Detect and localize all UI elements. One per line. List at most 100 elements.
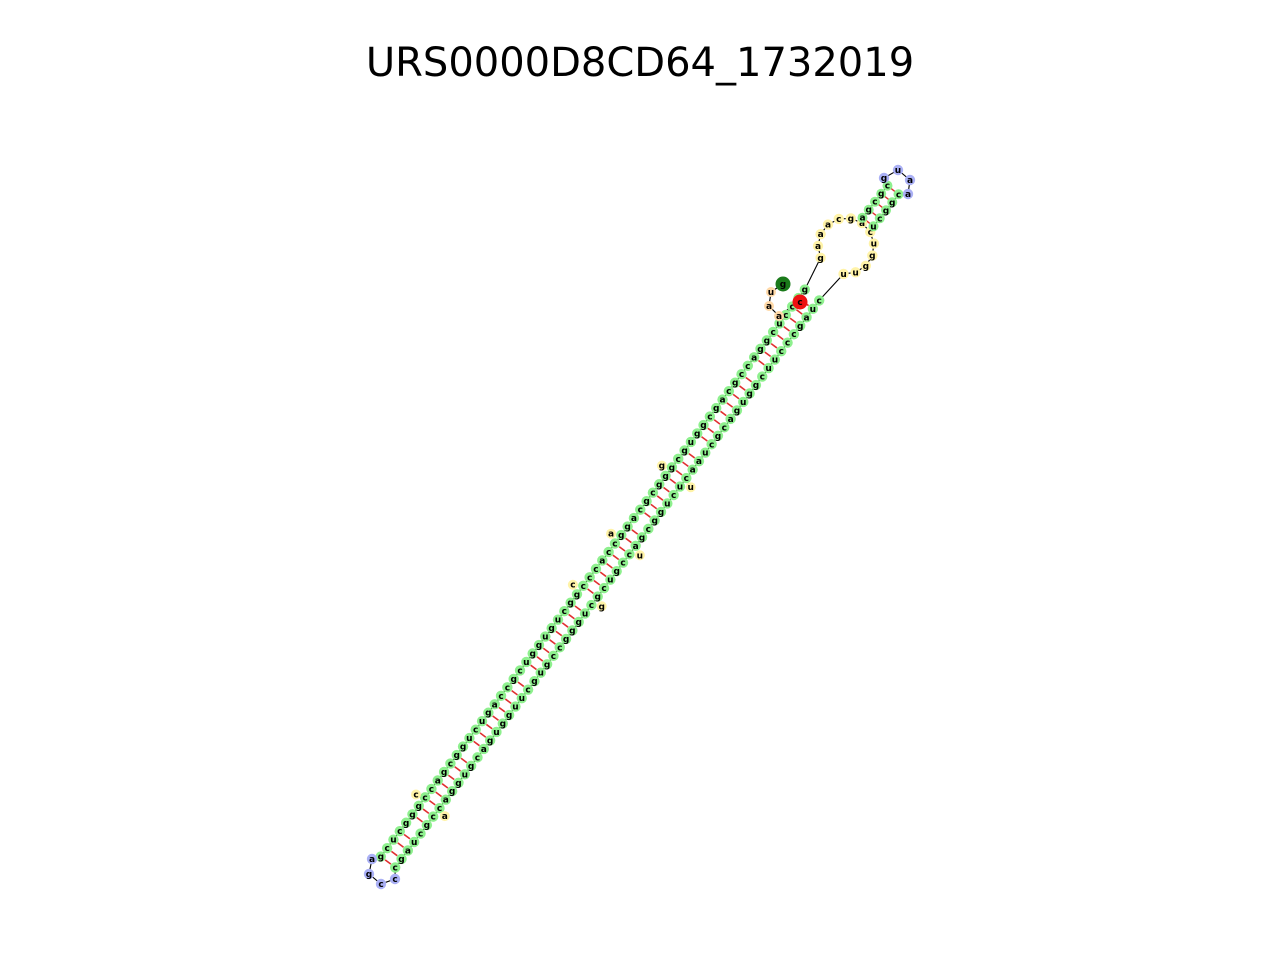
nucleotide-circle: [483, 707, 494, 718]
stem-nucleotide-3p: c: [434, 802, 445, 814]
nucleotide-letter: u: [871, 240, 877, 250]
nucleotide-circle: [609, 538, 621, 549]
stem-nucleotide-5p: g: [710, 402, 722, 414]
nucleotide-circle: [616, 529, 627, 541]
nucleotide-letter: a: [825, 221, 831, 231]
nucleotide-letter: u: [772, 356, 778, 366]
nucleotide-letter: u: [895, 166, 901, 176]
stem-nucleotide-3p: c: [624, 549, 635, 560]
nucleotide-circle: [656, 460, 667, 471]
nucleotide-letter: g: [732, 379, 738, 389]
nucleotide-letter: u: [582, 610, 588, 620]
stem-nucleotide-5p: g: [729, 377, 741, 389]
nucleotide-circle: [774, 318, 785, 329]
nucleotide-circle: [838, 268, 849, 280]
nucleotide-letter: g: [643, 497, 649, 507]
nucleotide-circle: [508, 673, 519, 685]
stem-nucleotide-3p: c: [757, 371, 768, 383]
nucleotide-letter: g: [753, 381, 759, 391]
stem-nucleotide-3p: u: [579, 608, 591, 620]
stem-nucleotide-5p: g: [375, 851, 386, 863]
base-pair-bond: [593, 579, 601, 586]
nucleotide-circle: [464, 732, 475, 744]
nucleotide-letter: c: [783, 311, 788, 321]
nucleotide-letter: c: [646, 525, 651, 535]
nucleotide-circle: [892, 164, 904, 176]
nucleotide-circle: [394, 826, 405, 837]
nucleotide-circle: [548, 650, 559, 662]
nucleotide-circle: [681, 472, 692, 484]
base-pair-bond: [390, 850, 398, 857]
nucleotide-letter: c: [896, 190, 901, 200]
stem-nucleotide-3p: a: [440, 794, 452, 806]
nucleotide-layer: gccguacugcgggccccaagggcugggcuacguuggagcu…: [363, 164, 916, 890]
stem-nucleotide-5p: c: [723, 385, 735, 397]
nucleotide-letter: c: [671, 491, 676, 501]
base-pair-bond: [795, 309, 803, 315]
nucleotide-circle: [755, 343, 766, 355]
nucleotide-letter: g: [424, 821, 430, 831]
nucleotide-letter: u: [702, 449, 708, 459]
stem-nucleotide: g: [881, 205, 892, 216]
nucleotide-circle: [878, 172, 890, 184]
nucleotide-letter: g: [662, 472, 668, 482]
nucleotide-letter: c: [760, 373, 765, 383]
stem-nucleotide-5p: u: [685, 436, 697, 448]
stem-nucleotide-5p: c: [609, 538, 621, 549]
stem-nucleotide-5p: c: [647, 487, 659, 499]
nucleotide-circle: [812, 240, 824, 252]
nucleotide-circle: [641, 495, 652, 507]
nucleotide-circle: [710, 402, 722, 414]
stem-nucleotide-3p: u: [459, 769, 471, 780]
nucleotide-circle: [446, 786, 458, 797]
nucleotide-letter: g: [529, 650, 535, 660]
nucleotide-circle: [882, 180, 893, 191]
nucleotide-letter: c: [517, 666, 522, 676]
nucleotide-circle: [666, 462, 678, 473]
nucleotide-letter: c: [707, 413, 712, 423]
nucleotide-circle: [363, 868, 375, 880]
nucleotide-circle: [857, 212, 868, 223]
hairpin-loop-nucleotide: a: [366, 853, 378, 865]
nucleotide-circle: [668, 489, 679, 501]
nucleotide-circle: [636, 532, 648, 543]
multiloop-nucleotide: u: [850, 267, 861, 278]
base-pair-bond: [460, 757, 468, 764]
stem-nucleotide-5p: g: [761, 335, 773, 346]
stem-nucleotide-3p: c: [782, 337, 793, 349]
nucleotide-letter: c: [745, 362, 750, 372]
nucleotide-circle: [476, 716, 488, 727]
stem-nucleotide-5p: u: [521, 656, 532, 668]
nucleotide-letter: a: [818, 230, 824, 240]
base-pair-bond: [682, 461, 689, 468]
nucleotide-circle: [876, 188, 887, 199]
base-pair-bond: [568, 613, 575, 620]
base-pair-bond: [770, 342, 778, 349]
base-pair-bond: [587, 588, 594, 594]
nucleotide-circle: [738, 396, 749, 408]
stem-nucleotide-3p: a: [630, 540, 641, 552]
nucleotide-circle: [606, 528, 617, 539]
nucleotide-circle: [478, 743, 490, 755]
base-pair-bond: [669, 478, 677, 484]
nucleotide-letter: g: [889, 198, 895, 208]
base-pair-bond: [473, 740, 480, 747]
stem-nucleotide-3p: g: [484, 735, 496, 746]
nucleotide-letter: g: [548, 624, 554, 634]
base-pair-bond: [606, 563, 613, 569]
nucleotide-circle: [432, 775, 443, 786]
nucleotide-circle: [860, 260, 871, 271]
nucleotide-circle: [400, 817, 412, 828]
nucleotide-letter: c: [505, 683, 510, 693]
nucleotide-letter: g: [694, 429, 700, 439]
nucleotide-letter: c: [589, 601, 594, 611]
stem-nucleotide-5p: g: [799, 284, 810, 296]
bulge-nucleotide: c: [567, 579, 578, 591]
dangling-nucleotide: u: [766, 287, 776, 298]
stem-nucleotide-3p: u: [769, 354, 781, 366]
stem-nucleotide-5p: c: [381, 842, 393, 854]
stem-nucleotide-5p: g: [679, 445, 690, 456]
nucleotide-circle: [868, 238, 880, 249]
stem-nucleotide-5p: g: [698, 419, 709, 431]
stem-nucleotide-3p: c: [598, 582, 610, 594]
